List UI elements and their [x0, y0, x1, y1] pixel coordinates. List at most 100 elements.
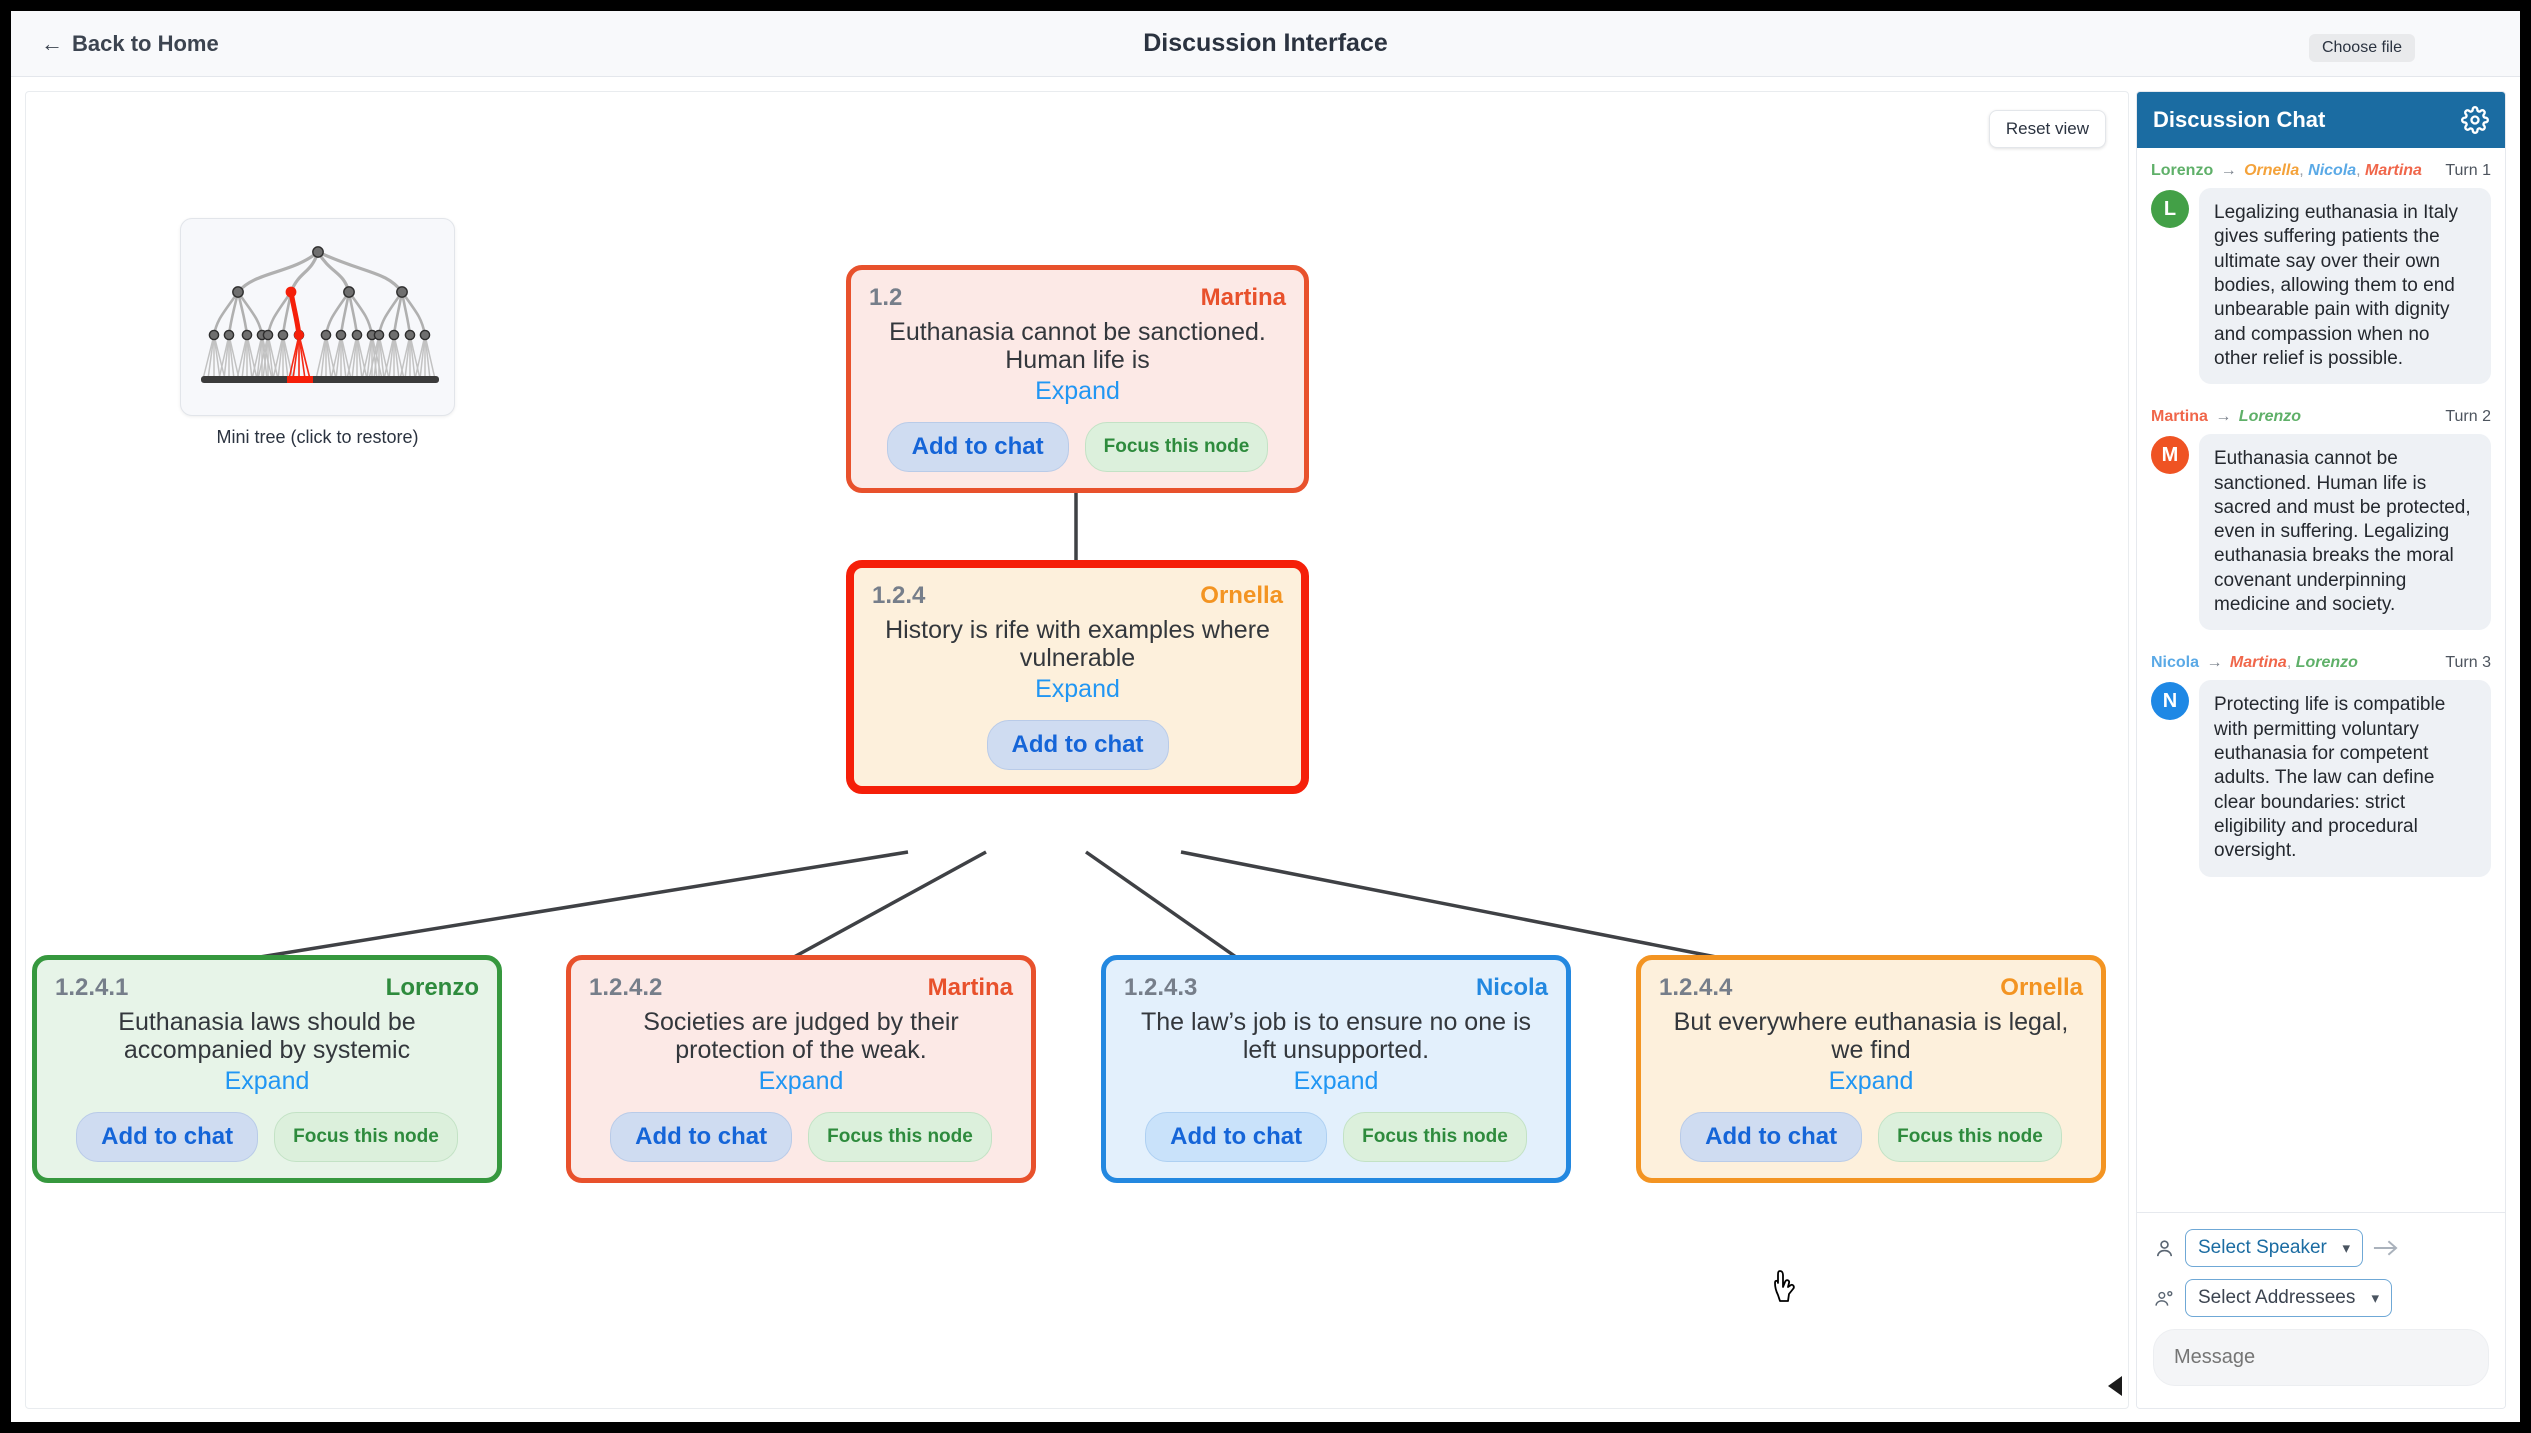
focus-node-button[interactable]: Focus this node: [1343, 1112, 1527, 1162]
reset-view-button[interactable]: Reset view: [1988, 110, 2106, 148]
node-header: 1.2.4.3 Nicola: [1124, 974, 1548, 1002]
node-speaker: Martina: [927, 974, 1013, 1001]
node-header: 1.2.4.2 Martina: [589, 974, 1013, 1002]
tree-canvas[interactable]: Reset view: [25, 91, 2129, 1409]
message-route: Nicola → Martina, Lorenzo: [2151, 654, 2358, 672]
avatar: N: [2151, 682, 2189, 721]
message-speaker: Martina: [2151, 408, 2208, 426]
node-expand-link[interactable]: Expand: [1293, 1067, 1379, 1095]
node-text: Societies are judged by their protection…: [643, 1008, 959, 1064]
node-header: 1.2.4.4 Ornella: [1659, 974, 2083, 1002]
node-actions: Add to chat Focus this node: [869, 422, 1286, 472]
node-text: Euthanasia cannot be sanctioned. Human l…: [889, 318, 1266, 374]
add-to-chat-button[interactable]: Add to chat: [610, 1112, 793, 1162]
message-bubble: Protecting life is compatible with permi…: [2199, 680, 2491, 877]
chat-compose-area: Select Speaker ▾ Select Addre: [2137, 1212, 2505, 1408]
node-text: History is rife with examples where vuln…: [885, 616, 1270, 672]
focus-node-button[interactable]: Focus this node: [1084, 422, 1269, 472]
back-to-home-link[interactable]: ← Back to Home: [41, 31, 219, 57]
mini-tree-caption: Mini tree (click to restore): [216, 427, 419, 447]
add-to-chat-button[interactable]: Add to chat: [1145, 1112, 1328, 1162]
choose-file-button[interactable]: Choose file: [2308, 34, 2415, 62]
message-row: L Legalizing euthanasia in Italy gives su…: [2151, 188, 2491, 385]
app-frame: ← Back to Home Discussion Interface Choo…: [11, 11, 2520, 1422]
add-to-chat-button[interactable]: Add to chat: [886, 422, 1069, 472]
message-turn-label: Turn 1: [2445, 162, 2491, 179]
select-speaker-value: Select Speaker: [2198, 1237, 2327, 1258]
node-speaker: Ornella: [1200, 582, 1283, 609]
gear-icon[interactable]: [2461, 106, 2489, 134]
node-expand-link[interactable]: Expand: [224, 1067, 310, 1095]
tree-node-1-2-4-2[interactable]: 1.2.4.2 Martina Societies are judged by …: [566, 955, 1036, 1183]
message-meta: Martina → Lorenzo Turn 2: [2151, 408, 2491, 426]
chat-header: Discussion Chat: [2137, 92, 2505, 148]
people-icon: [2153, 1287, 2176, 1310]
message-addressee: Martina: [2365, 162, 2422, 179]
message-addressee: Lorenzo: [2238, 408, 2302, 426]
select-speaker-dropdown[interactable]: Select Speaker ▾: [2185, 1229, 2363, 1267]
node-id: 1.2.4.2: [589, 974, 663, 1001]
top-bar: ← Back to Home Discussion Interface Choo…: [11, 11, 2520, 77]
node-expand-link[interactable]: Expand: [1035, 377, 1120, 405]
send-arrow-icon[interactable]: [2372, 1237, 2399, 1259]
node-expand-link[interactable]: Expand: [758, 1067, 844, 1095]
tree-node-1-2-4-1[interactable]: 1.2.4.1 Lorenzo Euthanasia laws should b…: [32, 955, 502, 1183]
message-turn-label: Turn 2: [2445, 408, 2491, 426]
node-actions: Add to chat Focus this node: [1659, 1112, 2083, 1162]
speaker-row: Select Speaker ▾: [2153, 1229, 2489, 1267]
node-header: 1.2.4.1 Lorenzo: [55, 974, 479, 1002]
node-header: 1.2.4 Ornella: [872, 582, 1283, 610]
add-to-chat-button[interactable]: Add to chat: [1680, 1112, 1863, 1162]
message-row: M Euthanasia cannot be sanctioned. Human …: [2151, 434, 2491, 631]
message-addressee: Nicola: [2308, 162, 2357, 179]
node-actions: Add to chat: [872, 720, 1283, 770]
node-speaker: Ornella: [2000, 974, 2083, 1001]
message-bubble: Euthanasia cannot be sanctioned. Human l…: [2199, 434, 2491, 631]
mini-tree-thumbnail[interactable]: [180, 218, 455, 416]
node-id: 1.2.4.4: [1659, 974, 1733, 1001]
message-bubble: Legalizing euthanasia in Italy gives suf…: [2199, 188, 2491, 385]
add-to-chat-button[interactable]: Add to chat: [76, 1112, 259, 1162]
tree-node-1-2-4-4[interactable]: 1.2.4.4 Ornella But everywhere euthanasi…: [1636, 955, 2106, 1183]
node-id: 1.2.4.3: [1124, 974, 1198, 1001]
node-header: 1.2 Martina: [869, 284, 1286, 312]
node-expand-link[interactable]: Expand: [1035, 675, 1120, 703]
focus-node-button[interactable]: Focus this node: [808, 1112, 992, 1162]
focus-node-button[interactable]: Focus this node: [1878, 1112, 2062, 1162]
node-expand-link[interactable]: Expand: [1828, 1067, 1914, 1095]
message-addressee: Lorenzo: [2295, 654, 2358, 672]
message-row: N Protecting life is compatible with perm…: [2151, 680, 2491, 877]
select-addressees-value: Select Addressees: [2198, 1287, 2356, 1308]
message-addressee: Ornella: [2244, 162, 2300, 179]
arrow-left-icon: ←: [41, 31, 63, 56]
back-to-home-label: Back to Home: [72, 31, 219, 56]
node-speaker: Martina: [1200, 284, 1286, 311]
addressee-separator: ,: [2356, 162, 2366, 179]
discussion-chat-panel: Discussion Chat Lorenzo → Ornella, Nicol…: [2136, 91, 2506, 1409]
chevron-down-icon: ▾: [2371, 1290, 2379, 1307]
mini-tree[interactable]: Mini tree (click to restore): [180, 218, 455, 448]
message-route: Martina → Lorenzo: [2151, 408, 2301, 426]
avatar: M: [2151, 436, 2189, 475]
tree-node-1-2[interactable]: 1.2 Martina Euthanasia cannot be sanctio…: [846, 265, 1309, 493]
node-actions: Add to chat Focus this node: [589, 1112, 1013, 1162]
mini-tree-graphic: [201, 246, 439, 383]
focus-node-button[interactable]: Focus this node: [274, 1112, 458, 1162]
add-to-chat-button[interactable]: Add to chat: [986, 720, 1169, 770]
node-text: Euthanasia laws should be accompanied by…: [118, 1008, 416, 1064]
avatar: L: [2151, 190, 2189, 228]
node-actions: Add to chat Focus this node: [55, 1112, 479, 1162]
tree-node-1-2-4-3[interactable]: 1.2.4.3 Nicola The law’s job is to ensur…: [1101, 955, 1571, 1183]
node-speaker: Nicola: [1475, 974, 1548, 1001]
addressees-row: Select Addressees ▾: [2153, 1279, 2489, 1317]
chevron-down-icon: ▾: [2342, 1240, 2350, 1257]
chat-title: Discussion Chat: [2153, 107, 2326, 132]
tree-node-1-2-4[interactable]: 1.2.4 Ornella History is rife with examp…: [846, 560, 1309, 794]
message-input[interactable]: [2153, 1329, 2489, 1386]
select-addressees-dropdown[interactable]: Select Addressees ▾: [2185, 1279, 2392, 1317]
node-text: The law’s job is to ensure no one is lef…: [1140, 1008, 1532, 1064]
collapse-panel-handle[interactable]: [2108, 1376, 2122, 1396]
